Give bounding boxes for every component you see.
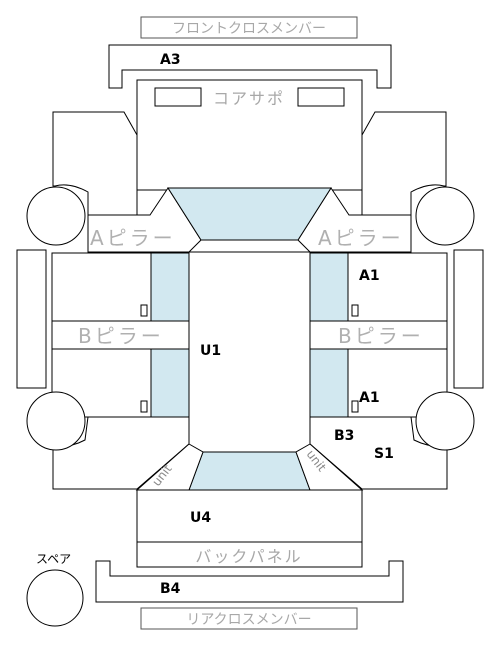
trunk-lid [136, 489, 363, 543]
right-side-step [453, 249, 484, 389]
code-a1-lower: A1 [359, 390, 380, 406]
right-b-pillar-panel [309, 320, 448, 350]
right-rear-window [309, 348, 349, 418]
left-b-pillar-label: Bピラー [78, 324, 164, 348]
rear-cross-member-box [140, 607, 358, 630]
left-front-tire [26, 186, 86, 246]
front-bumper [108, 44, 392, 89]
left-headlight [154, 87, 202, 107]
left-rear-tire [26, 391, 86, 451]
spare-tire [26, 569, 84, 627]
code-b3: B3 [334, 428, 354, 444]
front-cross-member-box [140, 16, 358, 39]
right-rear-door-handle [351, 400, 359, 413]
left-b-pillar-panel [51, 320, 190, 350]
windshield [167, 187, 332, 241]
left-front-window [150, 252, 190, 322]
spare-label: スペア [36, 552, 71, 566]
right-headlight [297, 87, 345, 107]
left-front-fender [52, 111, 138, 216]
code-u1: U1 [200, 343, 221, 359]
right-front-window [309, 252, 349, 322]
right-front-door-handle [351, 304, 359, 317]
left-front-door-handle [140, 304, 148, 317]
code-u4: U4 [190, 510, 211, 526]
back-panel-label: バックパネル [195, 547, 302, 566]
roof [188, 251, 311, 453]
right-front-tire [415, 186, 475, 246]
left-a-pillar-label: Aピラー [90, 226, 176, 250]
rear-window [188, 451, 311, 491]
right-rear-tire [415, 391, 475, 451]
rear-cross-member-label: リアクロスメンバー [186, 612, 311, 628]
back-panel [136, 541, 363, 568]
left-rear-window [150, 348, 190, 418]
rear-bumper [95, 560, 404, 603]
front-cross-member-label: フロントクロスメンバー [172, 21, 326, 37]
code-s1: S1 [374, 446, 394, 462]
left-rear-door-handle [140, 400, 148, 413]
left-side-step [16, 249, 47, 389]
right-b-pillar-label: Bピラー [338, 324, 424, 348]
code-b4: B4 [160, 581, 181, 597]
code-a1-upper: A1 [359, 268, 380, 284]
right-a-pillar-label: Aピラー [318, 226, 404, 250]
core-support-label: コアサポ [213, 89, 285, 108]
code-a3: A3 [160, 52, 181, 68]
